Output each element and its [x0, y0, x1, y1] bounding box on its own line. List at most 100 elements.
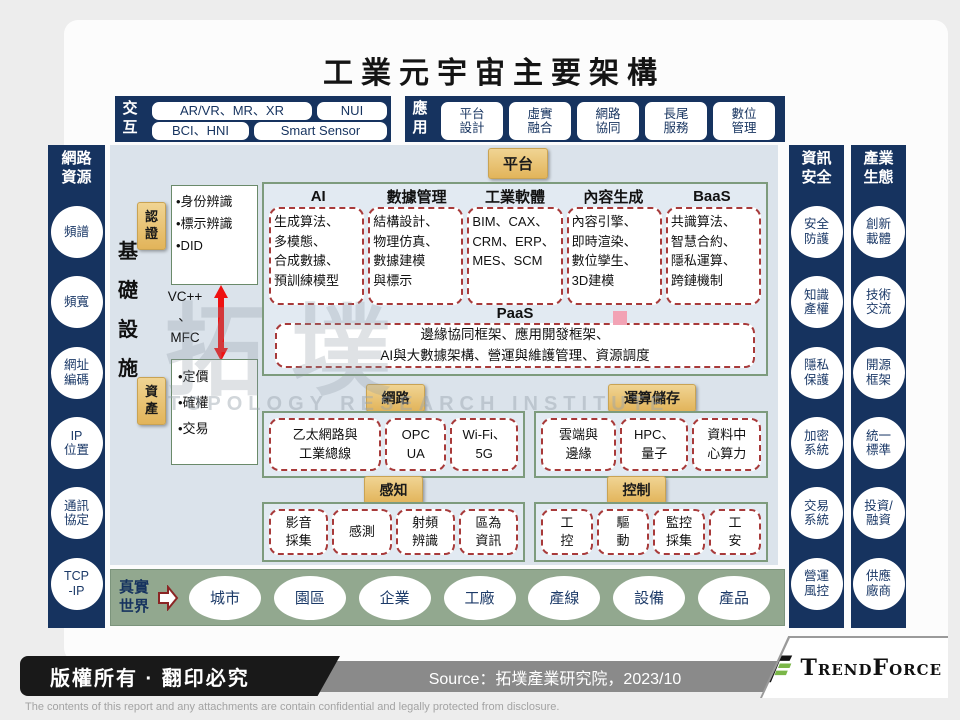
- ellipse-equipment: 設備: [613, 575, 686, 620]
- ellipse-production-line: 產線: [528, 575, 601, 620]
- sense-button: 感知: [364, 476, 423, 504]
- circle-ip-location: IP 位置: [50, 416, 103, 469]
- platform-header-baas: BaaS: [693, 188, 731, 205]
- main-architecture-area: 拓墣 TOPOLOGY RESEARCH INSTITUTE 基 礎 設 施 認…: [110, 145, 778, 565]
- network-box-ethernet: 乙太網路與 工業總線: [269, 418, 382, 471]
- circle-tech-exchange: 技術 交流: [852, 276, 905, 329]
- compute-box-datacenter: 資料中 心算力: [692, 418, 761, 471]
- circle-spectrum: 頻譜: [50, 205, 103, 258]
- platform-box-data-mgmt: 結構設計、 物理仿真、 數據建模 與標示: [368, 207, 464, 305]
- compute-panel: 雲端與 邊緣 HPC、 量子 資料中 心算力: [534, 411, 768, 478]
- network-panel: 乙太網路與 工業總線 OPC UA Wi-Fi、 5G: [262, 411, 525, 478]
- sidebar-network-resources-items: 頻譜 頻寬 網址 編碼 IP 位置 通訊 協定 TCP -IP: [48, 188, 105, 629]
- real-world-items: 城市 園區 企業 工廠 產線 設備 產品: [187, 575, 772, 620]
- asset-items-box: •定價 •確權 •交易: [171, 359, 258, 465]
- application-item-virtual-real: 虛實 融合: [507, 100, 573, 142]
- trendforce-logo: TrendForce: [762, 638, 948, 698]
- circle-ip-rights: 知識 產權: [790, 276, 843, 329]
- circle-tcp-ip: TCP -IP: [50, 557, 103, 610]
- compute-box-hpc-quantum: HPC、 量子: [619, 418, 689, 471]
- paas-label: PaaS: [496, 305, 534, 322]
- circle-investment: 投資/ 融資: [852, 487, 905, 540]
- auth-items-box: •身份辨識 •標示辨識 •DID: [171, 185, 258, 285]
- interaction-item-smart-sensor: Smart Sensor: [252, 120, 389, 142]
- network-box-opc-ua: OPC UA: [385, 418, 447, 471]
- compute-storage-button: 運算儲存: [608, 384, 696, 412]
- sidebar-network-resources-title: 網路 資源: [61, 150, 92, 186]
- sidebar-industry-ecosystem-items: 創新 載體 技術 交流 開源 框架 統一 標準 投資/ 融資 供應 廠商: [851, 188, 906, 629]
- sidebar-network-resources: 網路 資源 頻譜 頻寬 網址 編碼 IP 位置 通訊 協定 TCP -IP: [48, 145, 105, 628]
- application-group-label: 應 用: [412, 100, 428, 136]
- sidebar-info-security-title: 資訊 安全: [801, 150, 832, 186]
- page-title: 工業元宇宙主要架構: [323, 56, 665, 91]
- sidebar-industry-ecosystem: 產業 生態 創新 載體 技術 交流 開源 框架 統一 標準 投資/ 融資 供應 …: [851, 145, 906, 628]
- ellipse-park: 園區: [273, 575, 346, 620]
- control-box-monitor-collect: 監控 採集: [653, 509, 705, 555]
- network-box-wifi-5g: Wi-Fi、 5G: [450, 418, 518, 471]
- sidebar-industry-ecosystem-title: 產業 生態: [863, 150, 894, 186]
- platform-headers: AI 數據管理 工業軟體 內容生成 BaaS: [269, 186, 761, 207]
- application-item-digital-mgmt: 數位 管理: [711, 100, 777, 142]
- circle-trading-system: 交易 系統: [790, 487, 843, 540]
- interaction-item-arvr: AR/VR、MR、XR: [150, 100, 314, 122]
- circle-protocol: 通訊 協定: [50, 487, 103, 540]
- ellipse-product: 產品: [697, 575, 770, 620]
- interaction-group: 交 互 AR/VR、MR、XR NUI BCI、HNI Smart Sensor: [115, 96, 391, 142]
- ellipse-factory: 工廠: [443, 575, 516, 620]
- vertical-double-arrow-icon: [214, 285, 228, 361]
- circle-ops-risk: 營運 風控: [790, 557, 843, 610]
- sidebar-info-security-items: 安全 防護 知識 產權 隱私 保護 加密 系統 交易 系統 營運 風控: [789, 188, 844, 629]
- copyright-banner: 版權所有 · 翻印必究: [20, 656, 340, 696]
- platform-header-data-mgmt: 數據管理: [386, 189, 447, 206]
- infrastructure-label: 基 礎 設 施: [118, 241, 138, 380]
- platform-boxes: 生成算法、 多模態、 合成數據、 預訓練模型 結構設計、 物理仿真、 數據建模 …: [269, 207, 762, 305]
- paas-box: 邊緣協同框架、應用開發框架、 AI與大數據架構、營運與維護管理、資源調度: [275, 323, 755, 368]
- application-item-longtail-service: 長尾 服務: [643, 100, 709, 142]
- compute-box-cloud-edge: 雲端與 邊緣: [541, 418, 616, 471]
- real-world-row: 真實 世界 城市 園區 企業 工廠 產線 設備 產品: [110, 569, 785, 626]
- right-arrow-icon: [158, 584, 179, 611]
- platform-box-industrial-sw: BIM、CAX、 CRM、ERP、 MES、SCM: [467, 207, 563, 305]
- circle-innovation-carrier: 創新 載體: [852, 205, 905, 258]
- control-box-industrial-control: 工 控: [541, 509, 593, 555]
- circle-unified-standard: 統一 標準: [852, 416, 905, 469]
- application-group: 應 用 平台 設計 虛實 融合 網路 協同 長尾 服務 數位 管理: [405, 96, 785, 142]
- ellipse-city: 城市: [189, 575, 262, 620]
- sense-box-rfid: 射頻 辨識: [395, 509, 455, 555]
- application-item-platform-design: 平台 設計: [439, 100, 505, 142]
- sense-box-av-capture: 影音 採集: [269, 509, 329, 555]
- pink-marker: [613, 311, 627, 325]
- network-button: 網路: [366, 384, 425, 412]
- auth-tag: 認 證: [137, 202, 166, 250]
- platform-box-content-gen: 內容引擎、 即時渲染、 數位孿生、 3D建模: [566, 207, 662, 305]
- real-world-label: 真實 世界: [119, 578, 150, 615]
- vc-mfc-label: VC++ 、 MFC: [167, 289, 203, 345]
- circle-bandwidth: 頻寬: [50, 276, 103, 329]
- interaction-group-label: 交 互: [122, 100, 138, 136]
- circle-suppliers: 供應 廠商: [852, 557, 905, 610]
- sense-box-area-info: 區為 資訊: [458, 509, 518, 555]
- control-button: 控制: [607, 476, 666, 504]
- interaction-item-nui: NUI: [315, 100, 389, 122]
- source-text: Source：拓墣產業研究院，2023/10: [428, 670, 682, 688]
- interaction-item-bci: BCI、HNI: [150, 120, 251, 142]
- platform-header-ai: AI: [310, 188, 326, 205]
- circle-open-source: 開源 框架: [852, 346, 905, 399]
- platform-box-baas: 共識算法、 智慧合約、 隱私運算、 跨鏈機制: [665, 207, 762, 305]
- circle-privacy: 隱私 保護: [790, 346, 843, 399]
- sidebar-info-security: 資訊 安全 安全 防護 知識 產權 隱私 保護 加密 系統 交易 系統 營運 風…: [789, 145, 844, 628]
- control-box-industrial-safety: 工 安: [709, 509, 761, 555]
- circle-security-protection: 安全 防護: [790, 205, 843, 258]
- platform-box-ai: 生成算法、 多模態、 合成數據、 預訓練模型: [269, 207, 365, 305]
- trendforce-logo-text: TrendForce: [800, 655, 942, 681]
- disclaimer-text: The contents of this report and any atta…: [25, 701, 560, 713]
- circle-url-coding: 網址 編碼: [50, 346, 103, 399]
- platform-button: 平台: [488, 148, 548, 179]
- sense-box-sensing: 感測: [332, 509, 392, 555]
- control-box-drive: 驅 動: [597, 509, 649, 555]
- ellipse-enterprise: 企業: [358, 575, 431, 620]
- platform-header-industrial-sw: 工業軟體: [485, 189, 546, 206]
- sense-panel: 影音 採集 感測 射頻 辨識 區為 資訊: [262, 502, 525, 562]
- platform-panel: AI 數據管理 工業軟體 內容生成 BaaS 生成算法、 多模態、 合成數據、 …: [262, 182, 768, 376]
- circle-encryption: 加密 系統: [790, 416, 843, 469]
